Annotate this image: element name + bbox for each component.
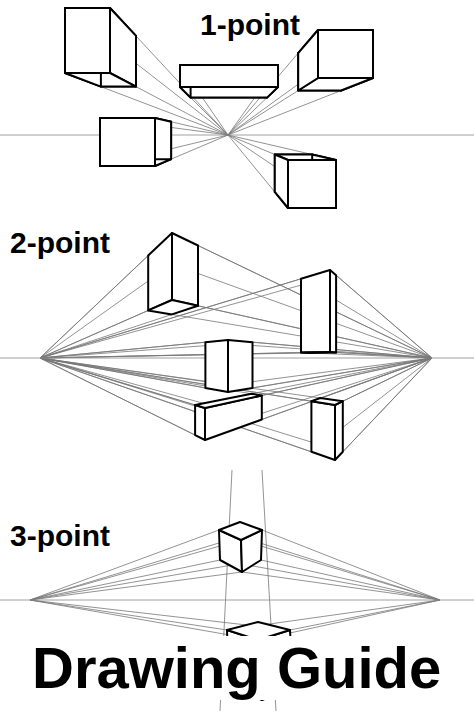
guide-line [336,275,432,358]
guide-line [228,358,432,392]
guide-line [30,572,242,600]
guide-line [40,358,335,405]
guide-line [241,540,440,600]
guide-line [30,560,261,600]
section-label: 3-point [10,519,110,552]
horizon-lines [0,135,474,600]
box-face [335,401,343,460]
box-face [205,340,228,392]
guide-line [40,358,335,460]
guide-line [343,358,432,401]
guide-line [172,233,432,358]
box-face [172,233,198,306]
guide-line [40,342,205,358]
guide-line [40,340,228,358]
guide-line [335,358,432,460]
box-face [275,155,288,209]
guide-line [219,530,440,600]
guide-line [148,310,432,358]
box-face [100,118,155,166]
guide-line [262,530,440,600]
box-face [148,300,198,314]
guide-line [40,352,336,358]
guide-line [40,358,205,440]
box-face [330,270,336,352]
box-face [148,233,172,310]
box-face [219,522,262,540]
guide-line [40,358,343,452]
section-label: 1-point [200,8,300,41]
guide-line [262,358,432,420]
guide-line [40,358,311,401]
box-face [318,30,373,78]
box-face [228,340,253,392]
box-face [311,398,342,405]
box-face [301,270,330,353]
guide-title: Drawing Guide [28,636,445,700]
guide-line [252,342,432,358]
box-face [195,394,262,408]
section-label: 2-point [10,226,110,259]
guide-line [290,600,440,630]
box-face [180,87,278,98]
box-face [288,160,336,208]
guide-line [30,600,258,640]
guide-line [343,358,432,452]
guide-line [228,135,288,208]
guide-line [30,600,227,630]
guide-line [261,560,440,600]
guide-line [262,358,432,396]
guide-line [335,358,432,405]
guide-line [40,358,343,401]
guide-line [311,358,432,401]
guide-line [40,358,195,435]
guide-line [40,358,311,452]
box-face [311,401,335,460]
boxes [65,8,373,700]
guide-lines [30,8,440,711]
box-face [301,351,336,354]
box-face [180,65,278,87]
guide-line [30,560,220,600]
guide-line [330,270,432,358]
guide-line [228,135,336,208]
box-face [195,405,205,440]
box-face [298,30,318,91]
box-face [65,8,110,73]
guide-line [242,572,440,600]
guide-line [252,358,432,388]
